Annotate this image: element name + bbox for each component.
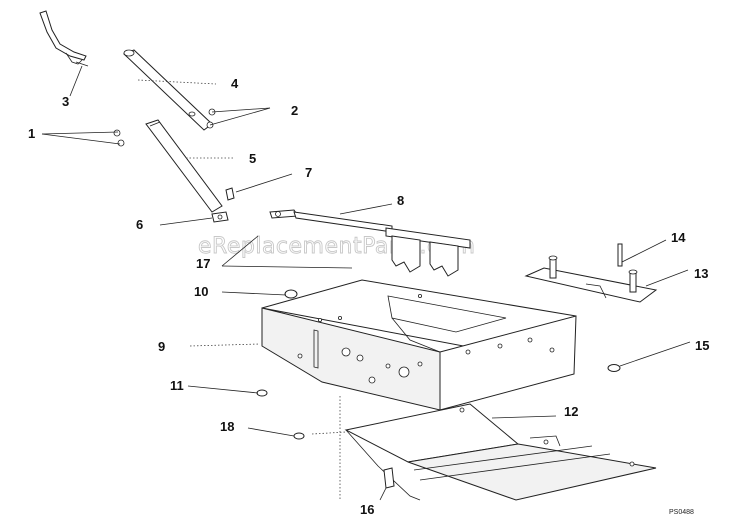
part-bolt-7 xyxy=(225,187,235,201)
part-rod-4 xyxy=(123,49,213,131)
part-mount-plate-13 xyxy=(524,255,658,303)
part-screw-10 xyxy=(284,289,298,299)
part-bracket-8 xyxy=(269,209,471,277)
leader-lines xyxy=(41,65,691,501)
callout-4: 4 xyxy=(231,76,239,91)
part-bottom-plate-12 xyxy=(344,403,657,501)
callout-16: 16 xyxy=(360,502,374,517)
callout-5: 5 xyxy=(249,151,256,166)
drawing-code: PS0488 xyxy=(669,509,694,516)
callout-1: 1 xyxy=(28,126,35,141)
part-wire-17 xyxy=(221,235,353,269)
callout-3: 3 xyxy=(62,94,69,109)
part-pin-14 xyxy=(617,243,623,267)
part-nut-6 xyxy=(211,211,229,223)
callout-17: 17 xyxy=(196,256,210,271)
callout-9: 9 xyxy=(158,339,165,354)
part-link-5 xyxy=(145,119,223,213)
callout-13: 13 xyxy=(694,266,708,281)
callout-7: 7 xyxy=(305,165,312,180)
callout-12: 12 xyxy=(564,404,578,419)
callout-6: 6 xyxy=(136,217,143,232)
callout-15: 15 xyxy=(695,338,709,353)
callout-8: 8 xyxy=(397,193,404,208)
part-handle-lever xyxy=(39,10,89,67)
callout-10: 10 xyxy=(194,284,208,299)
part-clip-16 xyxy=(383,467,395,489)
callout-2: 2 xyxy=(291,103,298,118)
part-screw-18 xyxy=(293,432,305,440)
part-housing-9 xyxy=(261,279,577,411)
part-screw-15 xyxy=(607,364,621,372)
callout-18: 18 xyxy=(220,419,234,434)
part-screw-11 xyxy=(256,389,268,397)
callout-11: 11 xyxy=(170,378,184,393)
callout-14: 14 xyxy=(671,230,686,245)
